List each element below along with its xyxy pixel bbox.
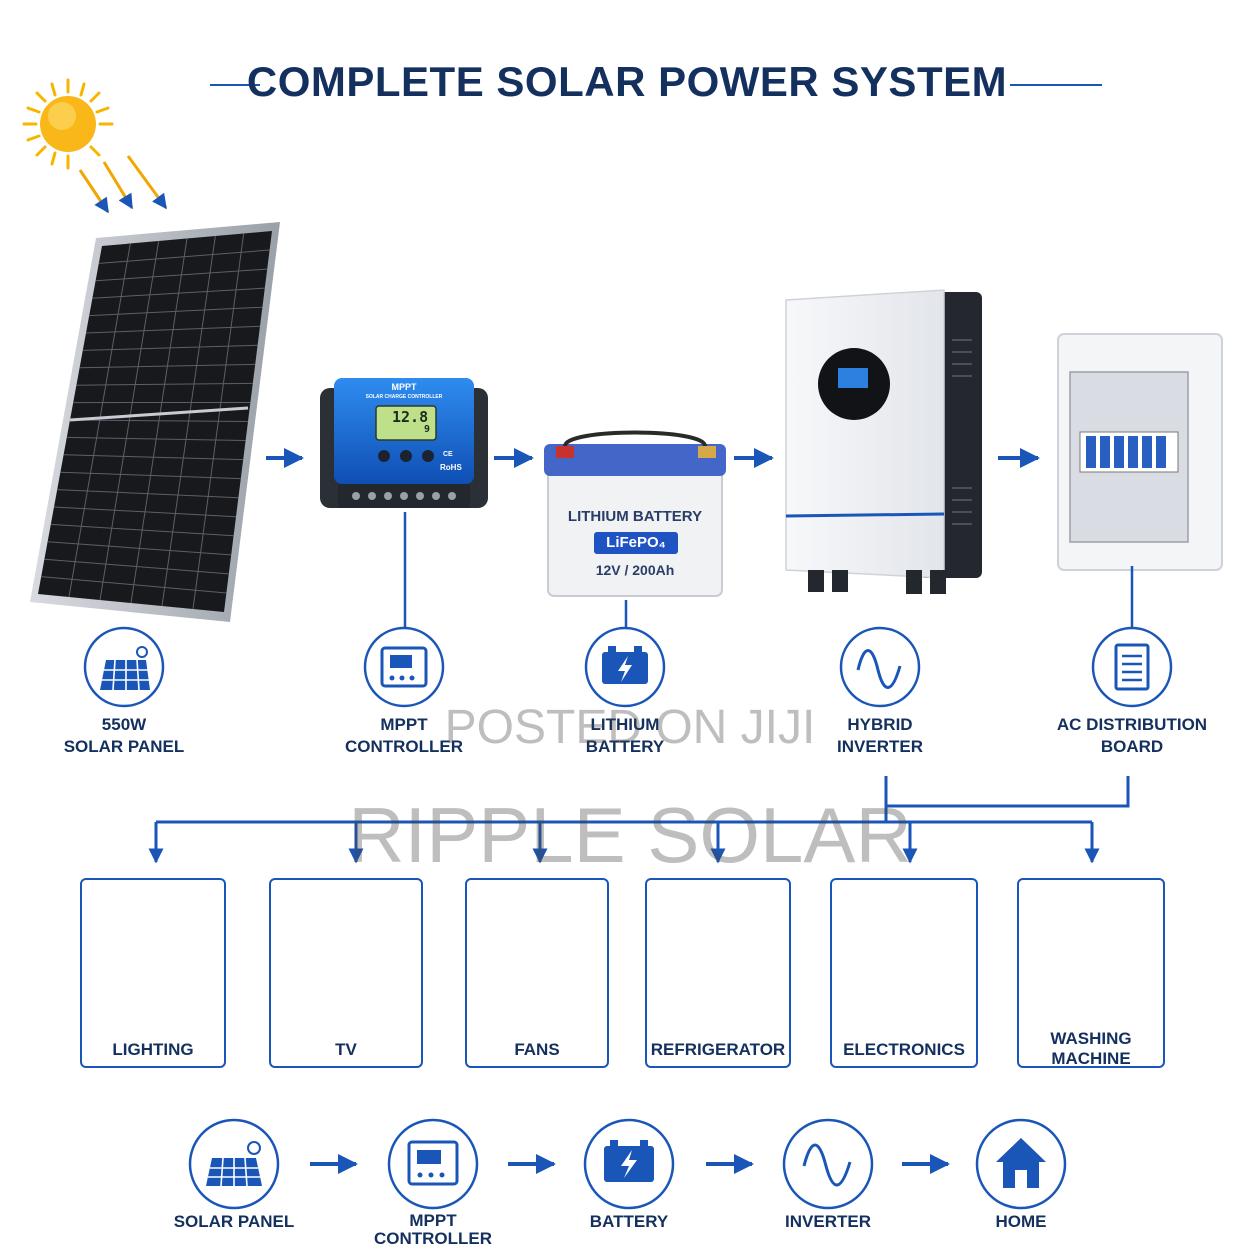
icon-solar-panel xyxy=(83,626,165,708)
controller-rohs-mark: RoHS xyxy=(440,463,462,472)
battery-rating: 12V / 200Ah xyxy=(595,562,675,578)
flow-icon-home xyxy=(975,1118,1067,1210)
title-rule-left xyxy=(210,84,260,86)
flow-label-inverter: INVERTER xyxy=(748,1212,908,1232)
flow-label-mppt-controller-line1: MPPT xyxy=(409,1211,457,1230)
watermark-posted-on: POSTED ON JIJI xyxy=(444,701,816,754)
flow-label-inverter-text: INVERTER xyxy=(785,1212,871,1231)
flow-icon-battery xyxy=(583,1118,675,1210)
appliance-card-refrigerator xyxy=(645,878,791,1068)
appliance-label-refrigerator: REFRIGERATOR xyxy=(645,1040,791,1060)
label-mppt-controller-line2: CONTROLLER xyxy=(344,737,464,756)
title-rule-right xyxy=(1010,84,1102,86)
controller-header: MPPT SOLAR CHARGE CONTROLLER xyxy=(334,382,474,402)
flow-icon-mppt-controller xyxy=(387,1118,479,1210)
appliance-label-lighting: LIGHTING xyxy=(80,1040,226,1060)
appliance-label-refrigerator-text: REFRIGERATOR xyxy=(650,1040,786,1059)
label-mppt-controller-line1: MPPT xyxy=(380,715,428,734)
controller-header-text: MPPT xyxy=(391,382,417,392)
label-solar-panel-line1: 550W xyxy=(101,715,147,734)
controller-subheader: SOLAR CHARGE CONTROLLER xyxy=(365,394,443,400)
appliance-card-washing-machine xyxy=(1017,878,1165,1068)
device-connectors xyxy=(403,512,1134,628)
controller-ce-mark: CE xyxy=(443,451,453,458)
icon-mppt-controller xyxy=(363,626,445,708)
label-hybrid-inverter: HYBRID INVERTER xyxy=(800,714,960,758)
flow-label-home-text: HOME xyxy=(995,1212,1047,1231)
icon-ac-distribution-board xyxy=(1091,626,1173,708)
label-lithium-battery-line2: BATTERY xyxy=(585,737,665,756)
label-solar-panel: 550W SOLAR PANEL xyxy=(44,714,204,758)
label-hybrid-inverter-line1: HYBRID xyxy=(847,715,913,734)
appliance-label-tv: TV xyxy=(269,1040,423,1060)
lithium-battery-image xyxy=(544,430,726,597)
ac-distribution-board-image xyxy=(1057,333,1223,571)
label-mppt-controller: MPPT CONTROLLER xyxy=(324,714,484,758)
appliance-label-washing-machine-line1: WASHING xyxy=(1050,1029,1132,1048)
icon-hybrid-inverter xyxy=(839,626,921,708)
flow-label-mppt-controller-line2: CONTROLLER xyxy=(373,1229,493,1248)
appliance-label-electronics-text: ELECTRONICS xyxy=(843,1040,965,1059)
icon-lithium-battery xyxy=(584,626,666,708)
controller-lcd-value: 12.8 xyxy=(392,408,429,426)
label-solar-panel-line2: SOLAR PANEL xyxy=(63,737,185,756)
distribution-bus xyxy=(148,776,1130,864)
hybrid-inverter-image xyxy=(785,289,982,594)
flow-label-mppt-controller: MPPT CONTROLLER xyxy=(353,1212,513,1248)
flow-icon-inverter xyxy=(782,1118,874,1210)
appliance-label-washing-machine-line2: MACHINE xyxy=(1051,1049,1131,1068)
appliance-label-fans: FANS xyxy=(465,1040,609,1060)
label-hybrid-inverter-line2: INVERTER xyxy=(837,737,923,756)
flow-label-solar-panel-text: SOLAR PANEL xyxy=(173,1212,295,1231)
appliance-label-washing-machine: WASHING MACHINE xyxy=(1017,1029,1165,1069)
appliance-card-fans xyxy=(465,878,609,1068)
battery-chemistry: LiFePO₄ xyxy=(606,534,666,551)
page-title: COMPLETE SOLAR POWER SYSTEM xyxy=(246,58,1008,105)
battery-label: LITHIUM BATTERY xyxy=(567,508,703,525)
watermark-brand: RIPPLE SOLAR xyxy=(348,791,912,879)
appliance-card-electronics xyxy=(830,878,978,1068)
appliance-label-fans-text: FANS xyxy=(514,1040,560,1059)
appliance-label-electronics: ELECTRONICS xyxy=(830,1040,978,1060)
controller-lcd-small: 9 xyxy=(424,424,431,435)
appliance-label-lighting-text: LIGHTING xyxy=(112,1040,194,1059)
solar-panel-image xyxy=(30,222,280,622)
flow-label-home: HOME xyxy=(941,1212,1101,1232)
appliance-card-tv xyxy=(269,878,423,1068)
sun-icon xyxy=(22,78,168,214)
appliance-card-lighting xyxy=(80,878,226,1068)
flow-label-battery: BATTERY xyxy=(549,1212,709,1232)
mppt-controller-image xyxy=(320,378,488,508)
label-lithium-battery: LITHIUM BATTERY xyxy=(545,714,705,758)
flow-label-battery-text: BATTERY xyxy=(589,1212,669,1231)
label-ac-distribution-board: AC DISTRIBUTION BOARD xyxy=(1046,714,1218,758)
label-lithium-battery-line1: LITHIUM xyxy=(590,715,660,734)
label-ac-distribution-board-line2: BOARD xyxy=(1100,737,1164,756)
flow-label-solar-panel: SOLAR PANEL xyxy=(154,1212,314,1232)
flow-icon-solar-panel xyxy=(188,1118,280,1210)
appliance-label-tv-text: TV xyxy=(335,1040,357,1059)
label-ac-distribution-board-line1: AC DISTRIBUTION xyxy=(1056,715,1208,734)
